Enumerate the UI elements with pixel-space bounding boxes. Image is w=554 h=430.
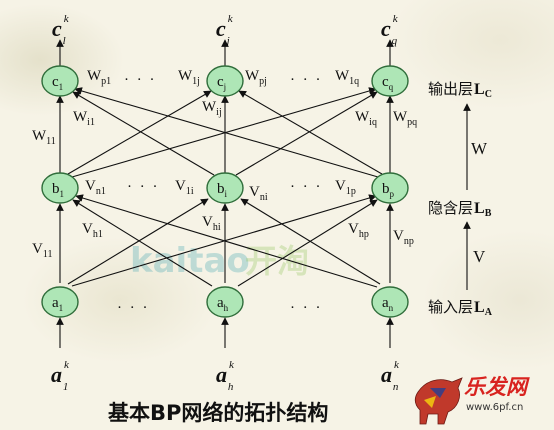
- weight-V1p: V1p: [335, 178, 356, 197]
- weight-W11: W11: [32, 128, 56, 147]
- logo-url: www.6pf.cn: [466, 402, 523, 413]
- corner-logo: 乐发网 www.6pf.cn: [414, 375, 530, 425]
- edges-external-inputs: [56, 317, 394, 348]
- ellipsis-markers: · · · · · · · · · · · · · · · · · ·: [117, 72, 323, 316]
- hidden-layer-nodes: b1 bi bp: [41, 172, 409, 204]
- weight-Wpj: Wpj: [245, 68, 267, 87]
- edge-an-bi: [240, 198, 381, 285]
- matrix-V-label: V: [473, 247, 486, 266]
- weight-Vnp: Vnp: [393, 228, 414, 247]
- ellipsis-hidden-right: · · ·: [290, 179, 323, 195]
- node-ah: ah: [206, 286, 244, 318]
- bull-logo-icon: [414, 377, 463, 425]
- edge-bi-c1: [72, 91, 215, 176]
- edge-bp-c1: [74, 87, 379, 178]
- edges-hidden-to-output: [56, 87, 394, 178]
- weight-Wiq: Wiq: [355, 109, 377, 128]
- edge-b1-cq: [71, 87, 377, 178]
- weight-W1j: W1j: [178, 68, 200, 87]
- svg-text:ah: ah: [217, 295, 229, 313]
- weight-Wi1: Wi1: [73, 109, 95, 128]
- edge-a1-bi: [67, 198, 209, 285]
- edge-ah-bp: [237, 199, 378, 287]
- svg-text:c1: c1: [52, 74, 63, 92]
- weight-Vhi: Vhi: [202, 214, 221, 233]
- node-c1: c1: [41, 65, 79, 97]
- weight-Vni: Vni: [249, 184, 268, 203]
- weight-W1q: W1q: [335, 68, 359, 87]
- svg-text:b1: b1: [52, 181, 64, 199]
- weight-V1i: V1i: [175, 178, 194, 197]
- matrix-W-label: W: [471, 139, 488, 158]
- weight-Wp1: Wp1: [87, 68, 111, 87]
- ellipsis-hidden-left: · · ·: [127, 179, 160, 195]
- diagram-caption: 基本BP网络的拓扑结构: [108, 401, 328, 425]
- output-layer-nodes: c1 cj cq: [41, 65, 409, 97]
- ellipsis-input-right: · · ·: [290, 300, 323, 316]
- edge-bp-cj: [238, 90, 383, 175]
- svg-text:a1: a1: [52, 295, 63, 313]
- ellipsis-output-left: · · ·: [124, 72, 157, 88]
- node-b1: b1: [41, 172, 79, 204]
- node-bp: bp: [371, 172, 409, 204]
- edge-bi-cq: [235, 91, 378, 176]
- node-a1: a1: [41, 286, 79, 318]
- weight-labels-w: Wp1 W1j Wpj W1q Wij Wi1 Wiq Wpq W11: [32, 68, 417, 147]
- layer-labels: 输出层LC 隐含层LB 输入层LA W V: [428, 80, 493, 318]
- edges-input-to-hidden: [56, 194, 394, 288]
- node-cj: cj: [206, 65, 244, 97]
- label-hidden-layer: 隐含层LB: [428, 199, 492, 219]
- edges-external-outputs: [56, 39, 394, 66]
- weight-Vn1: Vn1: [85, 178, 106, 197]
- edge-b1-cj: [67, 90, 212, 175]
- weight-labels-v: Vn1 V1i Vni V1p Vhi Vh1 Vhp V11 Vnp: [32, 178, 414, 260]
- ellipsis-output-right: · · ·: [290, 72, 323, 88]
- weight-Vh1: Vh1: [82, 221, 103, 240]
- label-input-layer: 输入层LA: [428, 298, 493, 318]
- node-cq: cq: [371, 65, 409, 97]
- svg-text:cj: cj: [217, 74, 226, 92]
- svg-text:bi: bi: [217, 181, 228, 199]
- svg-text:an: an: [382, 295, 394, 313]
- svg-text:cq: cq: [382, 74, 394, 92]
- edge-an-b1: [75, 194, 378, 288]
- ellipsis-input-left: · · ·: [117, 300, 150, 316]
- svg-text:bp: bp: [382, 181, 395, 199]
- weight-Wpq: Wpq: [393, 109, 417, 128]
- label-output-layer: 输出层LC: [428, 80, 492, 100]
- node-an: an: [371, 286, 409, 318]
- weight-V11: V11: [32, 241, 52, 260]
- node-bi: bi: [206, 172, 244, 204]
- weight-Vhp: Vhp: [348, 221, 369, 240]
- input-layer-nodes: a1 ah an: [41, 286, 409, 318]
- edge-ah-b1: [72, 199, 213, 287]
- weight-Wij: Wij: [202, 99, 222, 118]
- logo-name: 乐发网: [464, 375, 530, 399]
